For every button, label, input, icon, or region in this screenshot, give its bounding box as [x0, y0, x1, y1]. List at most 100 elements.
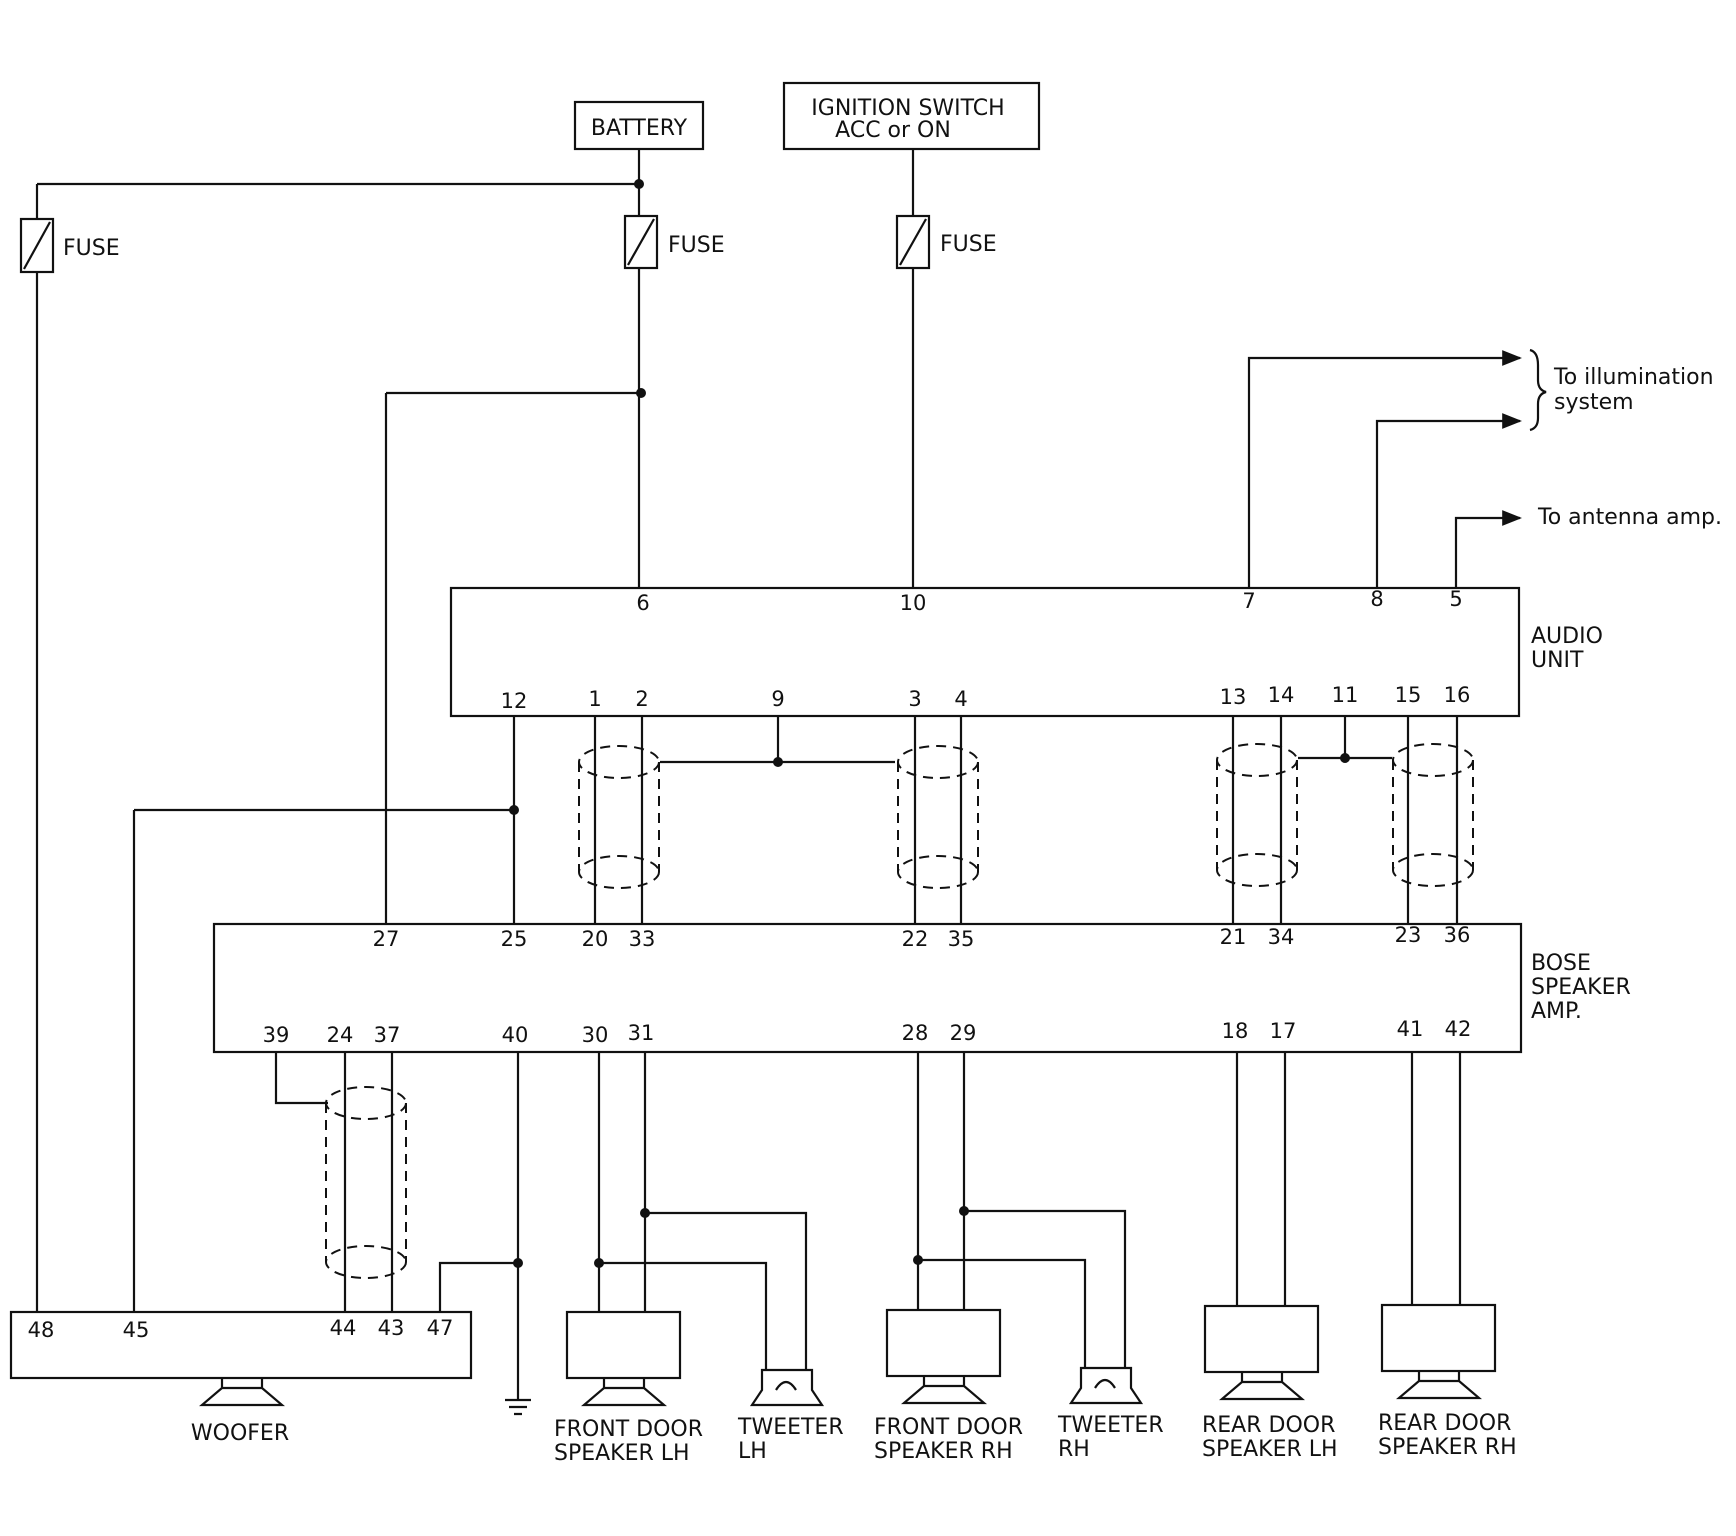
- pin-label: 14: [1268, 683, 1295, 707]
- fuse-ignition: FUSE: [895, 214, 997, 270]
- front-lh-label-2: SPEAKER LH: [554, 1441, 690, 1466]
- pin-label: 9: [771, 687, 784, 711]
- woofer-label: WOOFER: [191, 1421, 289, 1446]
- pin-label: 21: [1220, 925, 1247, 949]
- shield-13-14: [1216, 743, 1298, 887]
- battery-feed-wires: [35, 149, 646, 1312]
- pin-label: 30: [582, 1023, 609, 1047]
- amp-label-2: SPEAKER: [1531, 975, 1631, 1000]
- shield-1-2: [578, 745, 660, 889]
- pin-label: 12: [501, 689, 528, 713]
- rear-rh-label-2: SPEAKER RH: [1378, 1435, 1517, 1460]
- audio-unit: AUDIO UNIT: [449, 586, 1603, 718]
- rear-lh-label-2: SPEAKER LH: [1202, 1437, 1338, 1462]
- pin-label: 4: [954, 687, 967, 711]
- pin-label: 6: [636, 591, 649, 615]
- amp-bottom-pins: 39 24 37 40 30 31 28 29 18 17 41 42: [263, 1017, 1472, 1047]
- tweeter-lh-label: TWEETER: [737, 1415, 844, 1440]
- audio-unit-label-2: UNIT: [1531, 648, 1584, 673]
- pin-label: 47: [427, 1316, 454, 1340]
- amp-top-pins: 27 25 20 33 22 35 21 34 23 36: [373, 923, 1471, 951]
- pin-label: 29: [950, 1021, 977, 1045]
- pin-label: 18: [1222, 1019, 1249, 1043]
- speaker-cone-icon: [581, 1378, 667, 1407]
- illumination-label: To illumination: [1553, 365, 1714, 390]
- battery-label: BATTERY: [591, 116, 688, 141]
- audio-bottom-pins: 12 1 2 9 3 4 13 14 11 15 16: [501, 683, 1471, 713]
- pin-label: 3: [908, 687, 921, 711]
- pin-label: 34: [1268, 925, 1295, 949]
- ignition-switch-box: IGNITION SWITCH ACC or ON: [782, 81, 1041, 151]
- rear-lh-label: REAR DOOR: [1202, 1413, 1335, 1438]
- rear-door-speaker-lh: REAR DOOR SPEAKER LH: [1202, 1052, 1338, 1462]
- pin-label: 39: [263, 1023, 290, 1047]
- ground-icon: [505, 1398, 531, 1416]
- amp-label: BOSE: [1531, 951, 1591, 976]
- pin-label: 15: [1395, 683, 1422, 707]
- pin-label: 44: [330, 1316, 357, 1340]
- amp-label-3: AMP.: [1531, 999, 1582, 1024]
- rear-rh-label: REAR DOOR: [1378, 1411, 1511, 1436]
- shield-3-4: [897, 745, 979, 889]
- battery-box: BATTERY: [573, 100, 705, 151]
- front-lh-label: FRONT DOOR: [554, 1417, 703, 1442]
- pin-label: 23: [1395, 923, 1422, 947]
- pin-label: 5: [1449, 587, 1462, 611]
- ignition-mode-label: ACC or ON: [835, 118, 951, 143]
- ignition-label: IGNITION SWITCH: [811, 96, 1004, 121]
- pin-label: 16: [1444, 683, 1471, 707]
- pin-label: 17: [1270, 1019, 1297, 1043]
- tweeter-icon: [749, 1368, 825, 1407]
- pin-label: 24: [327, 1023, 354, 1047]
- pin-label: 11: [1332, 683, 1359, 707]
- audio-top-pins: 6 10 7 8 5: [636, 587, 1462, 615]
- illumination-wires: To illumination system: [1247, 348, 1714, 588]
- pin-label: 1: [588, 687, 601, 711]
- audio-unit-label: AUDIO: [1531, 624, 1603, 649]
- pin-label: 36: [1444, 923, 1471, 947]
- tweeter-lh: TWEETER LH: [737, 1368, 844, 1464]
- woofer-wires: [274, 1052, 531, 1416]
- woofer-cone-icon: [199, 1378, 285, 1407]
- pin-label: 33: [629, 927, 656, 951]
- front-rh-label: FRONT DOOR: [874, 1415, 1023, 1440]
- pin-label: 45: [123, 1318, 150, 1342]
- woofer-unit: 48 45 44 43 47 WOOFER: [9, 1310, 473, 1446]
- fuse-label-middle: FUSE: [668, 233, 725, 258]
- pin-label: 41: [1397, 1017, 1424, 1041]
- illumination-label-2: system: [1554, 390, 1634, 415]
- audio-amp-wires: [132, 716, 1459, 1312]
- pin-label: 20: [582, 927, 609, 951]
- front-rh-label-2: SPEAKER RH: [874, 1439, 1013, 1464]
- pin-label: 13: [1220, 685, 1247, 709]
- tweeter-icon: [1068, 1366, 1144, 1405]
- bose-speaker-amp: BOSE SPEAKER AMP.: [212, 922, 1631, 1054]
- pin-label: 27: [373, 927, 400, 951]
- pin-label: 42: [1445, 1017, 1472, 1041]
- antenna-wire: To antenna amp.: [1454, 505, 1722, 588]
- tweeter-rh-label-2: RH: [1058, 1437, 1090, 1462]
- shield-15-16: [1392, 743, 1474, 887]
- speaker-cone-icon: [1396, 1371, 1482, 1400]
- pin-label: 31: [628, 1021, 655, 1045]
- tweeter-rh: TWEETER RH: [1057, 1366, 1164, 1462]
- antenna-label: To antenna amp.: [1537, 505, 1722, 530]
- fuse-label-ignition: FUSE: [940, 232, 997, 257]
- pin-label: 22: [902, 927, 929, 951]
- pin-label: 35: [948, 927, 975, 951]
- illumination-brace: [1529, 348, 1547, 432]
- rear-door-speaker-rh: REAR DOOR SPEAKER RH: [1378, 1052, 1517, 1460]
- fuse-middle: FUSE: [623, 214, 725, 270]
- speaker-cone-icon: [1219, 1372, 1305, 1401]
- pin-label: 8: [1370, 587, 1383, 611]
- pin-label: 37: [374, 1023, 401, 1047]
- pin-label: 48: [28, 1318, 55, 1342]
- pin-label: 25: [501, 927, 528, 951]
- front-door-speaker-lh: FRONT DOOR SPEAKER LH: [554, 1052, 808, 1466]
- fuse-label-left: FUSE: [63, 236, 120, 261]
- pin-label: 40: [502, 1023, 529, 1047]
- pin-label: 43: [378, 1316, 405, 1340]
- pin-label: 2: [635, 687, 648, 711]
- tweeter-rh-label: TWEETER: [1057, 1413, 1164, 1438]
